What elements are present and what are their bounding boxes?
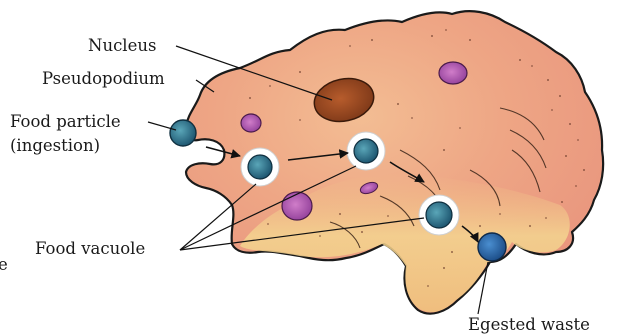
food-vacuole-2 — [347, 132, 385, 170]
label-food-vacuole: Food vacuole — [35, 239, 145, 258]
label-ingestion: (ingestion) — [10, 136, 100, 155]
purple-vacuole-left — [241, 114, 261, 132]
label-egested-waste: Egested waste — [468, 315, 590, 334]
food-particle — [170, 120, 196, 146]
purple-vacuole-lower — [282, 192, 312, 220]
food-vacuole-3 — [419, 195, 459, 235]
label-edge-fragment: e — [0, 255, 8, 274]
label-food-particle: Food particle — [10, 112, 121, 131]
label-pseudopodium: Pseudopodium — [42, 69, 165, 88]
egested-waste-particle — [478, 233, 506, 261]
purple-vacuole-top — [439, 62, 467, 84]
food-vacuole-1 — [241, 148, 279, 186]
label-nucleus: Nucleus — [88, 36, 156, 55]
